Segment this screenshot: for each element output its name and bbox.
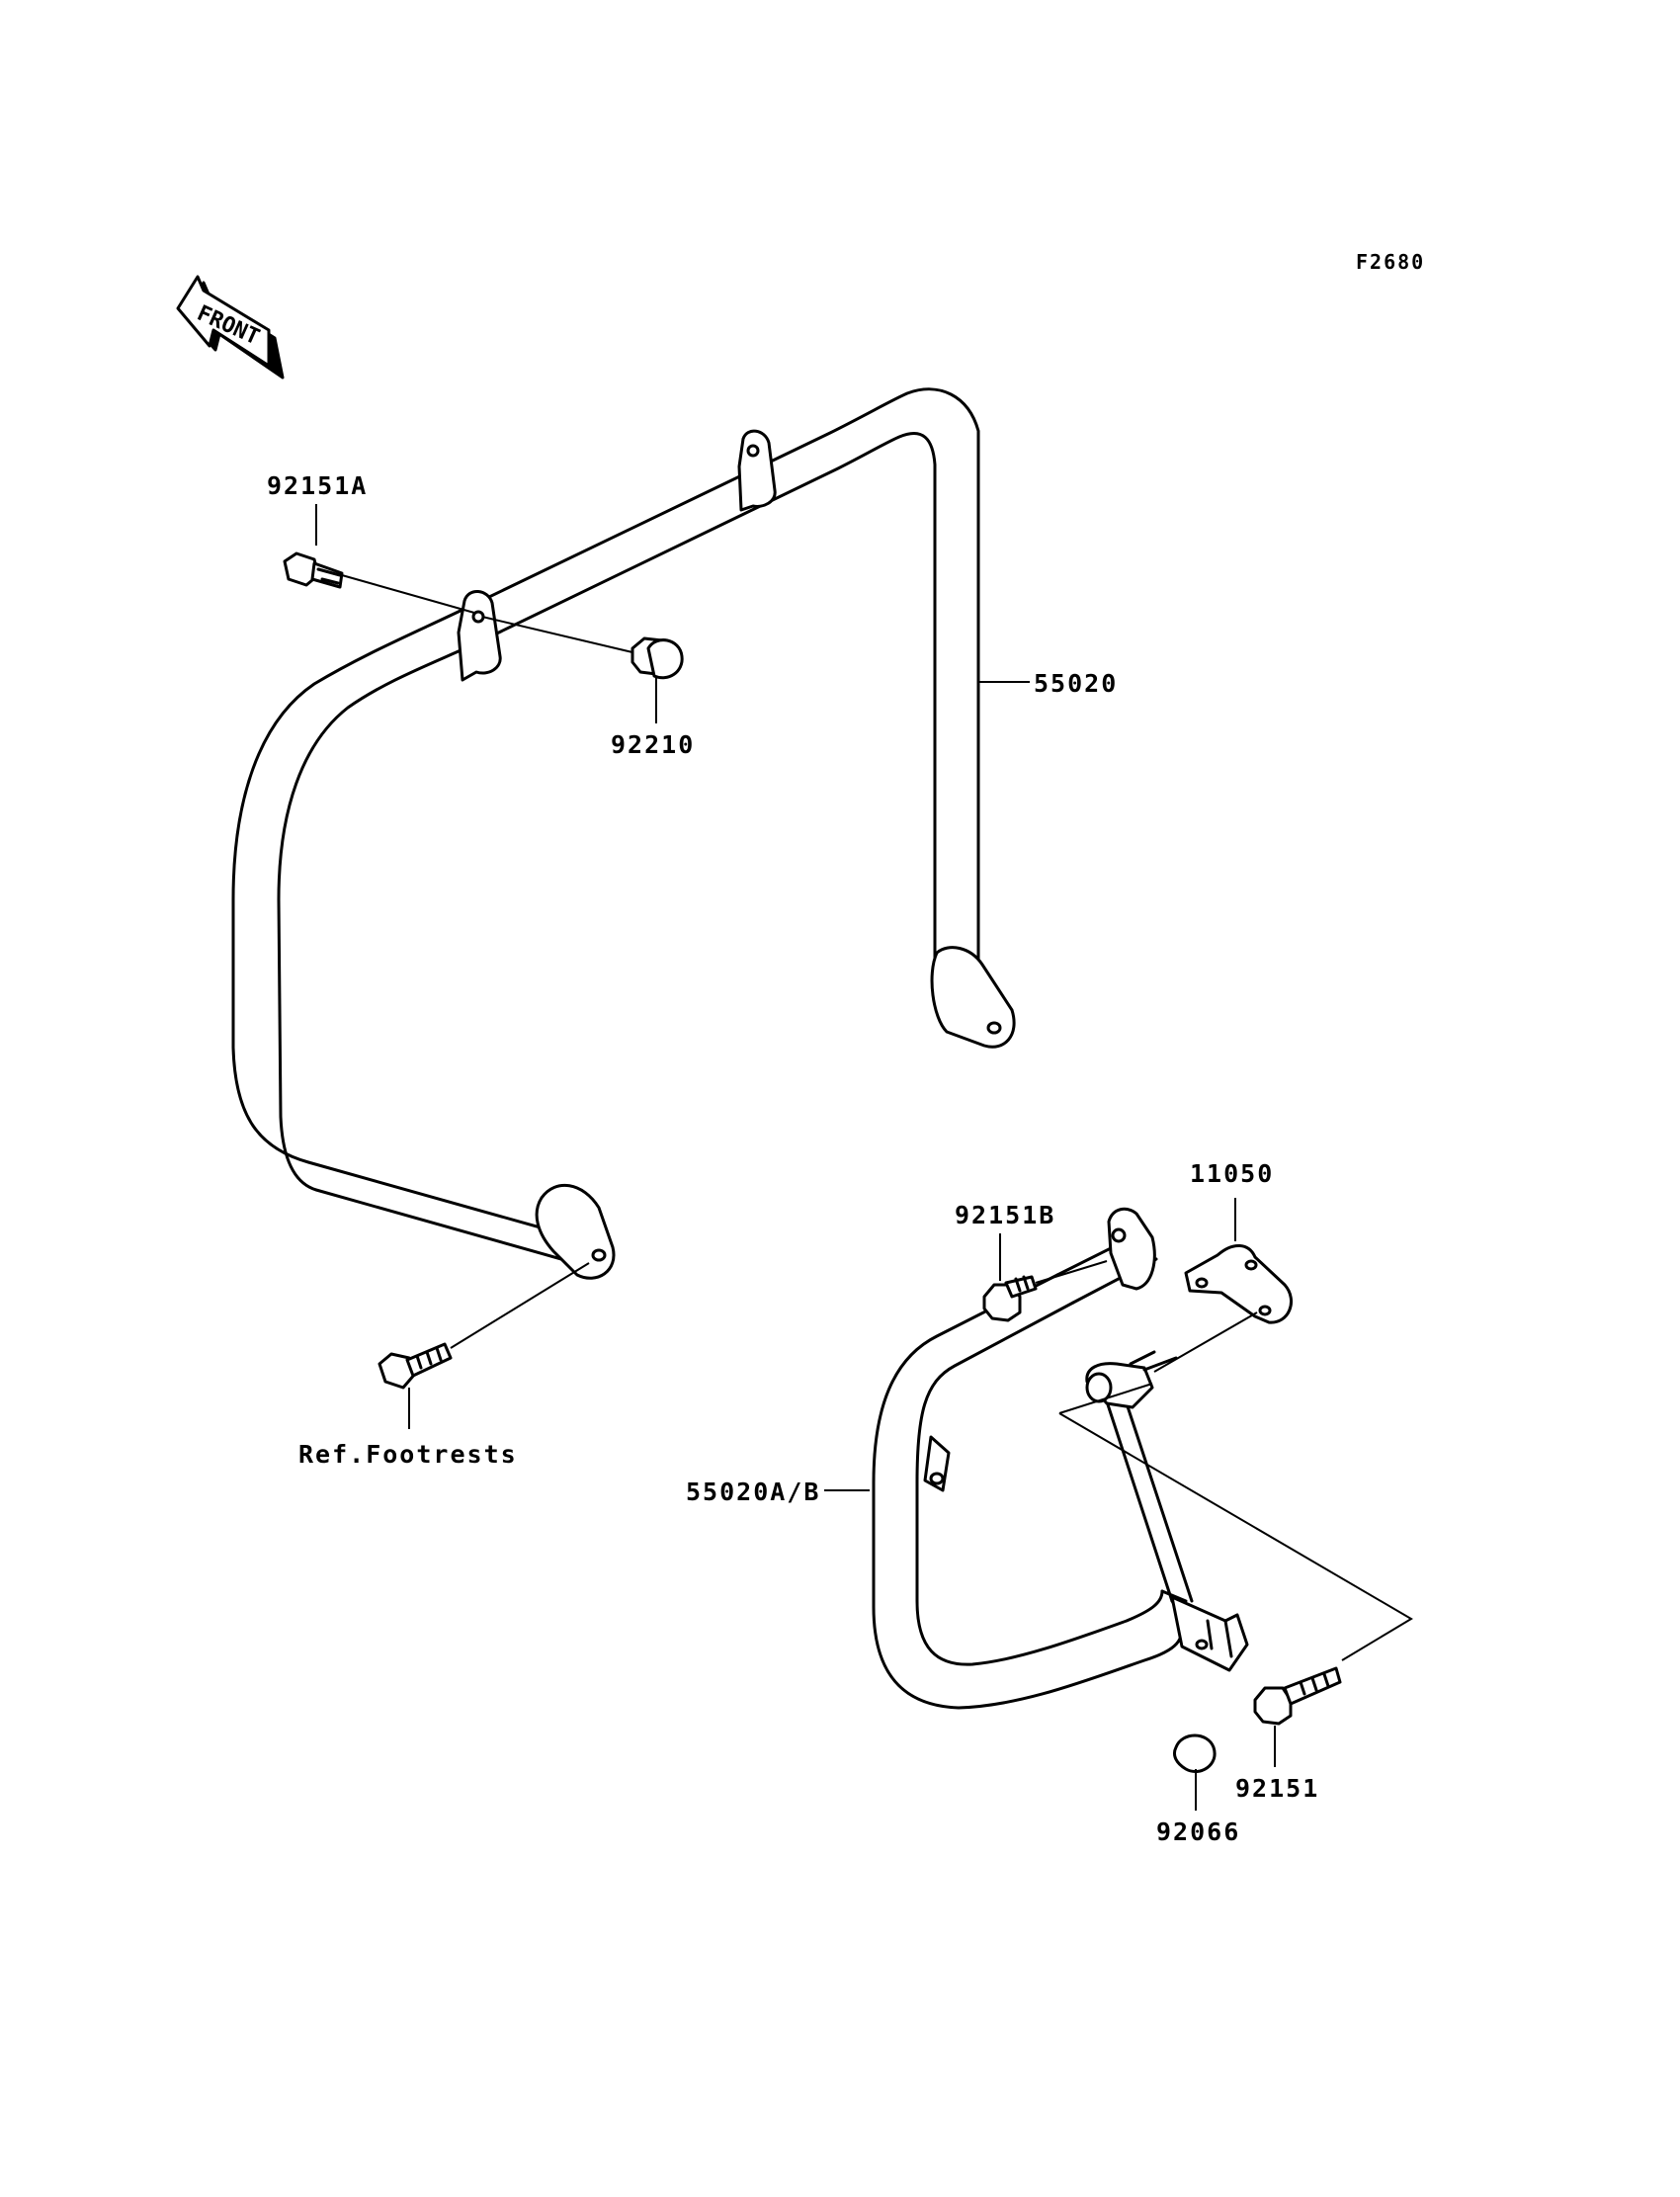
sub-guard-bar-55020ab xyxy=(872,1207,1249,1710)
cap-92066-icon xyxy=(1172,1733,1217,1773)
part-labels: 92151A 92210 55020 Ref.Footrests 92151B … xyxy=(267,471,1319,1846)
bolt-footrest-icon xyxy=(378,1342,453,1390)
drawing-code: F2680 xyxy=(1356,250,1425,274)
bracket-11050-icon xyxy=(1184,1244,1294,1324)
label-92151b: 92151B xyxy=(955,1201,1055,1229)
label-92066: 92066 xyxy=(1156,1817,1240,1846)
label-92210: 92210 xyxy=(611,730,695,759)
main-guard-bar-55020 xyxy=(231,387,1016,1280)
cap-nut-92210-icon xyxy=(630,636,684,680)
bolt-92151b-icon xyxy=(982,1275,1038,1322)
front-arrow-icon: FRONT xyxy=(176,275,285,380)
label-11050: 11050 xyxy=(1190,1159,1274,1188)
label-ref-footrests: Ref.Footrests xyxy=(298,1440,518,1469)
bolt-92151a-icon xyxy=(283,551,344,589)
label-55020ab: 55020A/B xyxy=(686,1478,820,1506)
leader-lines xyxy=(315,504,1413,1811)
label-92151a: 92151A xyxy=(267,471,368,500)
label-55020: 55020 xyxy=(1034,669,1118,698)
bolt-92151-icon xyxy=(1253,1666,1342,1726)
label-92151: 92151 xyxy=(1235,1774,1319,1803)
